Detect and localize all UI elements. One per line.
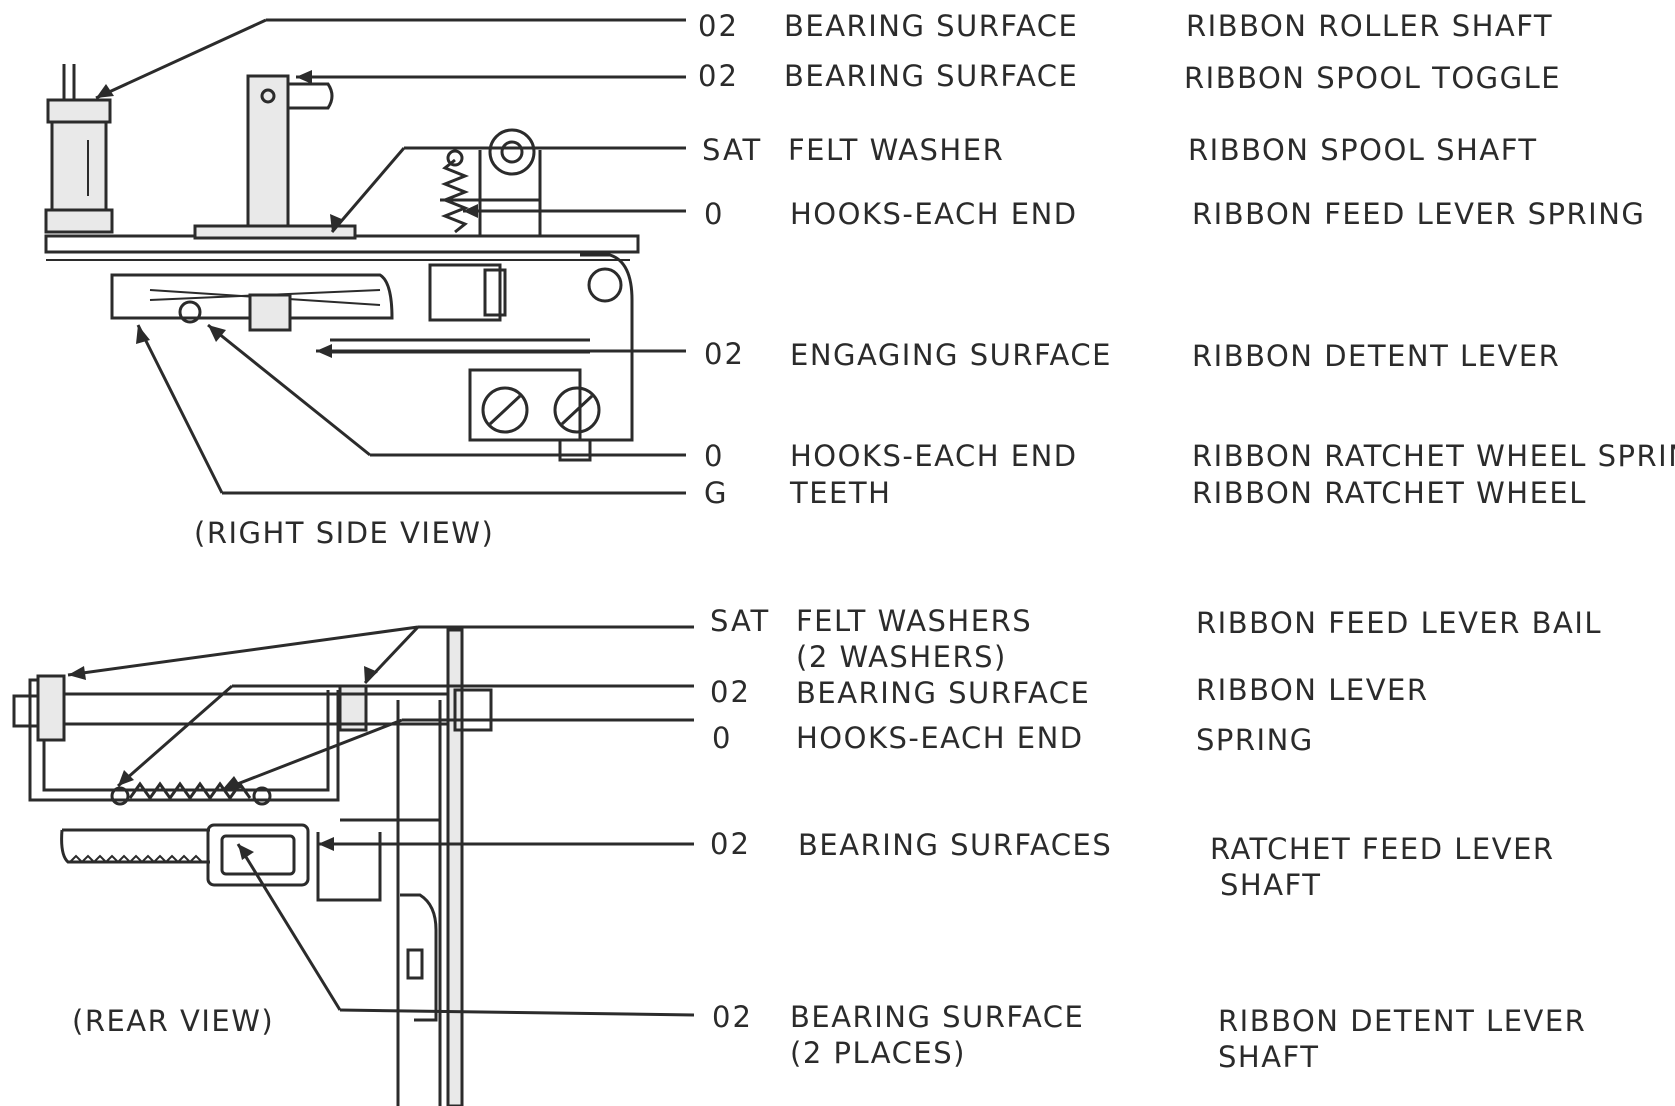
callout-point-detail: (2 WASHERS) [796,640,1007,674]
callout-point: BEARING SURFACE [784,59,1079,93]
callout-point: ENGAGING SURFACE [790,338,1112,372]
callout-code: 02 [704,337,745,371]
callout-point: BEARING SURFACE [796,676,1091,710]
callout-code: 02 [712,1000,753,1034]
right-side-view-label: (RIGHT SIDE VIEW) [194,516,495,550]
callout-part: RIBBON LEVER [1196,673,1429,707]
callout-point: BEARING SURFACE [784,9,1079,43]
callout-code: G [704,476,729,510]
callout-part-detail: SHAFT [1218,1040,1320,1074]
callout-code: 0 [704,197,725,231]
callout-part: RIBBON ROLLER SHAFT [1186,9,1554,43]
callout-point: BEARING SURFACE [790,1000,1085,1034]
callout-part: RIBBON SPOOL SHAFT [1188,133,1538,167]
callout-code: SAT [702,133,763,167]
callout-part: RIBBON SPOOL TOGGLE [1184,61,1562,95]
callout-point: BEARING SURFACES [798,828,1113,862]
callout-point: HOOKS-EACH END [796,721,1084,755]
callout-code: SAT [710,604,771,638]
callout-part: RIBBON FEED LEVER SPRING [1192,197,1646,231]
callout-code: 0 [704,439,725,473]
callout-part: RIBBON DETENT LEVER [1218,1004,1587,1038]
callout-code: 02 [698,59,739,93]
callout-part: RIBBON DETENT LEVER [1192,339,1561,373]
rear-view-drawing [12,628,493,1106]
callout-point: FELT WASHER [788,133,1005,167]
callout-point: FELT WASHERS [796,604,1033,638]
callout-part-detail: SHAFT [1220,868,1322,902]
callout-code: 0 [712,721,733,755]
callout-part: RIBBON FEED LEVER BAIL [1196,606,1603,640]
callout-part: RATCHET FEED LEVER [1210,832,1555,866]
callout-point-detail: (2 PLACES) [790,1036,966,1070]
callout-part: SPRING [1196,723,1314,757]
callout-code: 02 [710,827,751,861]
right-side-view-drawing [44,64,640,462]
callout-point: TEETH [790,476,892,510]
leader-lines [67,18,695,1017]
callout-point: HOOKS-EACH END [790,439,1078,473]
callout-point: HOOKS-EACH END [790,197,1078,231]
rear-view-label: (REAR VIEW) [72,1004,275,1038]
callout-code: 02 [710,675,751,709]
callout-part: RIBBON RATCHET WHEEL [1192,476,1587,510]
arrowheads [68,70,478,860]
callout-code: 02 [698,9,739,43]
callout-part: RIBBON RATCHET WHEEL SPRING [1192,439,1675,473]
